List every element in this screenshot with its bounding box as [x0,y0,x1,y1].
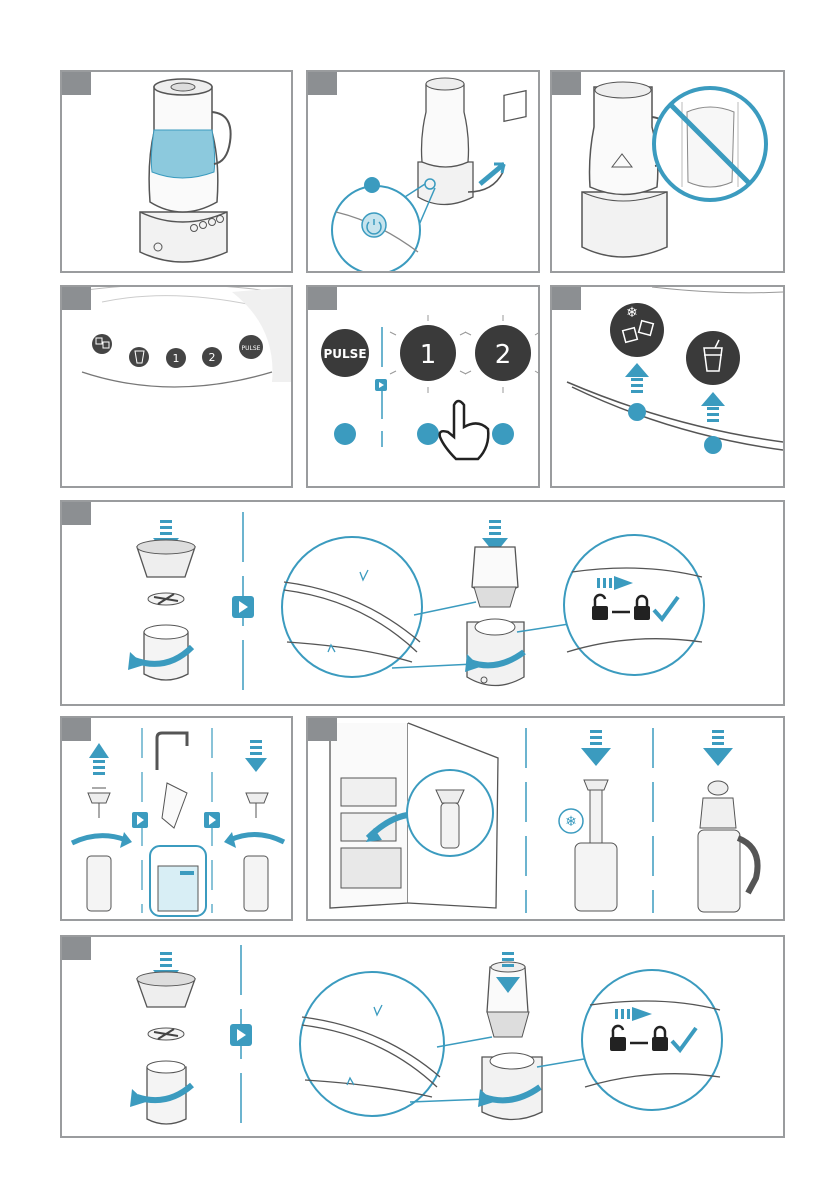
arrow-icon [703,730,733,766]
speed-2-button: 2 [475,325,531,381]
callout-dot [364,177,380,193]
alignment-zoom [282,537,422,677]
step-number-tab [307,717,337,741]
speed-2-label: 2 [495,340,512,370]
arrow-icon [581,730,611,766]
step-panel-no-empty-run [550,70,785,273]
tap-icon [157,733,187,770]
step-panel-assemble-lock [60,500,785,706]
arrow-icon [89,743,109,775]
step-number-tab [61,71,91,95]
step-panel-programs: ❄ [550,285,785,488]
smoothie-button [129,347,149,367]
step-panel-bottle-lock [60,935,785,1138]
fridge-storage-illustration: ❄ [308,718,783,919]
callout-dot [628,403,646,421]
step-panel-fridge-storage: ❄ [306,716,785,921]
bottle-lock-illustration [62,937,783,1136]
pulse-label: PULSE [323,347,366,361]
step-number-tab [551,71,581,95]
step-number-tab [61,936,91,960]
step-panel-plug-in [306,70,540,273]
ice-crush-button: ❄ [610,303,664,357]
plug-in-illustration [308,72,538,271]
arrow-icon [245,740,267,772]
assemble-lock-illustration [62,502,783,704]
blender-filled-illustration [62,72,291,271]
callout-dot [417,423,439,445]
smoothie-button [686,331,740,385]
speed-1-label: 1 [420,340,437,370]
step-panel-clean-bottle [60,716,293,921]
programs-illustration: ❄ [552,287,783,486]
control-panel-illustration: 1 2 PULSE [62,287,291,486]
callout-dot [704,436,722,454]
callout-dot [492,423,514,445]
pointing-hand-icon [440,401,489,459]
step-number-tab [61,286,91,310]
ice-crush-button [92,334,112,354]
speed-1-button: 1 [400,325,456,381]
step-number-tab [551,286,581,310]
snowflake-icon: ❄ [565,814,577,830]
arrow-icon [625,363,649,393]
step-panel-control-overview: 1 2 PULSE [60,285,293,488]
step-number-tab [61,501,91,525]
clean-bottle-illustration [62,718,291,919]
step-number-tab [307,286,337,310]
speed-2-label: 2 [209,351,216,364]
snowflake-icon: ❄ [626,305,638,321]
step-panel-fill-jug [60,70,293,273]
lock-zoom [564,535,704,675]
pulse-label: PULSE [242,345,261,352]
step-panel-speed-controls: PULSE 1 2 [306,285,540,488]
speed-1-label: 1 [173,352,180,365]
arrow-icon [701,392,725,422]
callout-dot [334,423,356,445]
speed-controls-illustration: PULSE 1 2 [308,287,538,486]
step-number-tab [61,717,91,741]
no-empty-run-illustration [552,72,783,271]
step-number-tab [307,71,337,95]
